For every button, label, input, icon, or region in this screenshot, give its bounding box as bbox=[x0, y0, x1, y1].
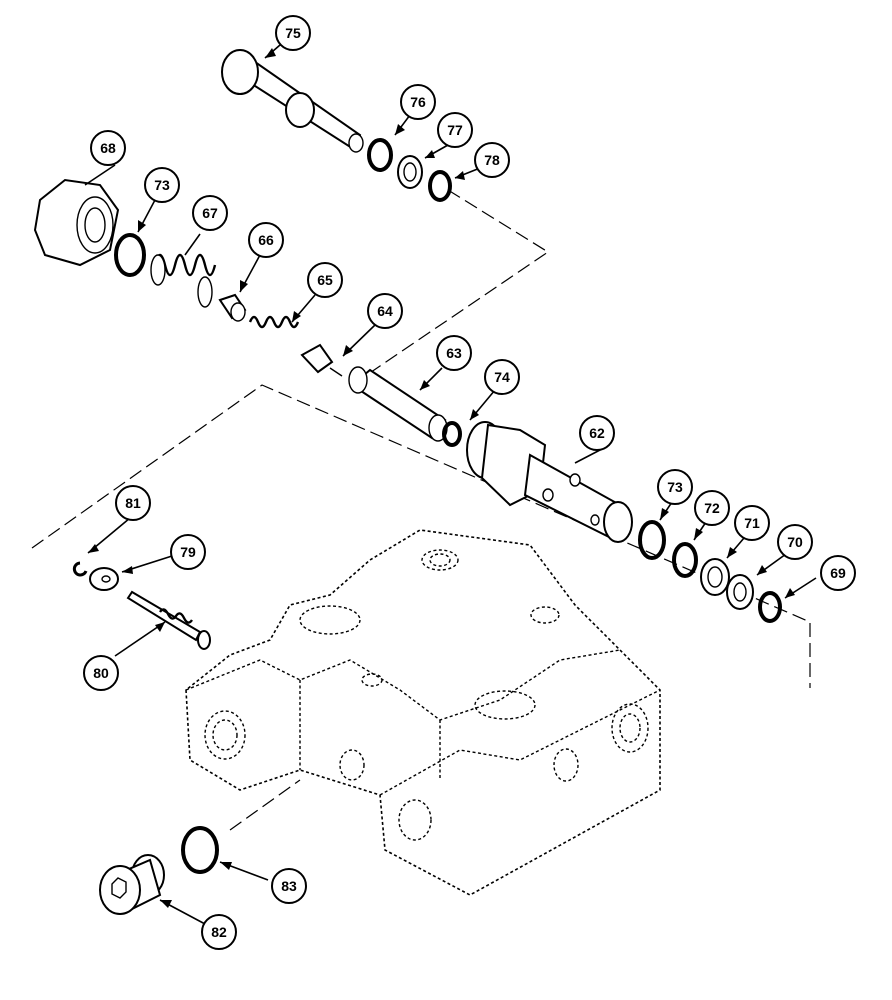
callout-label: 65 bbox=[317, 272, 333, 288]
part-70-backup-ring bbox=[726, 574, 754, 610]
callout-label: 73 bbox=[667, 479, 683, 495]
callout-71: 71 bbox=[734, 505, 770, 541]
assembly-guide-lines bbox=[31, 189, 811, 831]
part-74-ring bbox=[442, 421, 462, 447]
part-81-clip bbox=[72, 561, 88, 577]
part-69-ring bbox=[758, 591, 782, 623]
callout-circle bbox=[275, 15, 311, 51]
part-62-cartridge bbox=[466, 421, 633, 543]
callout-circle bbox=[367, 293, 403, 329]
callout-label: 71 bbox=[744, 515, 760, 531]
callout-label: 68 bbox=[100, 140, 116, 156]
callout-68: 68 bbox=[90, 130, 126, 166]
callout-79: 79 bbox=[170, 534, 206, 570]
part-64-pin bbox=[300, 343, 343, 377]
callout-circle bbox=[271, 868, 307, 904]
part-73-ring-upper bbox=[114, 233, 146, 277]
callout-80: 80 bbox=[83, 655, 119, 691]
callout-63: 63 bbox=[436, 335, 472, 371]
callout-72: 72 bbox=[694, 490, 730, 526]
part-78-ring bbox=[428, 170, 452, 202]
callout-circle bbox=[657, 469, 693, 505]
callout-label: 82 bbox=[211, 924, 227, 940]
callout-62: 62 bbox=[579, 415, 615, 451]
callout-circle bbox=[192, 195, 228, 231]
part-65-spring bbox=[248, 315, 300, 329]
callout-circle bbox=[307, 262, 343, 298]
callout-69: 69 bbox=[820, 555, 856, 591]
callout-label: 78 bbox=[484, 152, 500, 168]
callout-label: 64 bbox=[377, 303, 393, 319]
callout-circle bbox=[248, 222, 284, 258]
callout-65: 65 bbox=[307, 262, 343, 298]
callout-label: 75 bbox=[285, 25, 301, 41]
callout-label: 72 bbox=[704, 500, 720, 516]
part-83-ring bbox=[181, 826, 219, 874]
callout-label: 81 bbox=[125, 495, 141, 511]
part-72-ring bbox=[672, 542, 698, 578]
callout-circle bbox=[436, 335, 472, 371]
part-63-sleeve bbox=[348, 366, 448, 442]
part-82-plug bbox=[99, 854, 165, 915]
callout-circle bbox=[777, 524, 813, 560]
part-73-ring-lower bbox=[638, 520, 666, 560]
callout-label: 62 bbox=[589, 425, 605, 441]
callout-77: 77 bbox=[437, 112, 473, 148]
callout-82: 82 bbox=[201, 914, 237, 950]
callout-label: 76 bbox=[410, 94, 426, 110]
callout-74: 74 bbox=[484, 359, 520, 395]
callout-66: 66 bbox=[248, 222, 284, 258]
callout-circle bbox=[474, 142, 510, 178]
callout-circle bbox=[400, 84, 436, 120]
callout-73b: 73 bbox=[657, 469, 693, 505]
callout-circle bbox=[820, 555, 856, 591]
callout-circle bbox=[437, 112, 473, 148]
part-79-washer bbox=[89, 567, 119, 591]
callout-67: 67 bbox=[192, 195, 228, 231]
callout-label: 66 bbox=[258, 232, 274, 248]
callout-circle bbox=[579, 415, 615, 451]
callout-circle bbox=[170, 534, 206, 570]
callout-78: 78 bbox=[474, 142, 510, 178]
callout-circle bbox=[201, 914, 237, 950]
callout-76: 76 bbox=[400, 84, 436, 120]
callout-label: 77 bbox=[447, 122, 463, 138]
part-68-nut bbox=[33, 178, 120, 267]
callout-label: 83 bbox=[281, 878, 297, 894]
callout-circle bbox=[144, 167, 180, 203]
callout-label: 69 bbox=[830, 565, 846, 581]
callout-label: 73 bbox=[154, 177, 170, 193]
callout-81: 81 bbox=[115, 485, 151, 521]
callout-label: 74 bbox=[494, 369, 510, 385]
callout-label: 80 bbox=[93, 665, 109, 681]
callout-balloons: 62 63 64 65 66 67 68 69 70 71 72 73 73 74 75 76 77 78 79 80… bbox=[83, 15, 856, 950]
callout-circle bbox=[694, 490, 730, 526]
callout-circle bbox=[115, 485, 151, 521]
callout-64: 64 bbox=[367, 293, 403, 329]
callout-circle bbox=[90, 130, 126, 166]
callout-70: 70 bbox=[777, 524, 813, 560]
part-75-spool bbox=[221, 49, 364, 153]
callout-83: 83 bbox=[271, 868, 307, 904]
callout-label: 79 bbox=[180, 544, 196, 560]
valve-body bbox=[185, 529, 661, 896]
part-67-spring bbox=[150, 253, 217, 308]
callout-label: 70 bbox=[787, 534, 803, 550]
part-66-poppet bbox=[218, 293, 247, 322]
callout-circle bbox=[83, 655, 119, 691]
callout-label: 63 bbox=[446, 345, 462, 361]
callout-label: 67 bbox=[202, 205, 218, 221]
leader-arrowheads bbox=[88, 48, 795, 908]
part-76-ring bbox=[367, 138, 393, 172]
part-80-plunger bbox=[126, 590, 211, 650]
part-77-backup-ring bbox=[397, 155, 423, 189]
callout-circle bbox=[484, 359, 520, 395]
part-71-backup-ring bbox=[700, 558, 730, 596]
callout-73a: 73 bbox=[144, 167, 180, 203]
callout-75: 75 bbox=[275, 15, 311, 51]
callout-circle bbox=[734, 505, 770, 541]
